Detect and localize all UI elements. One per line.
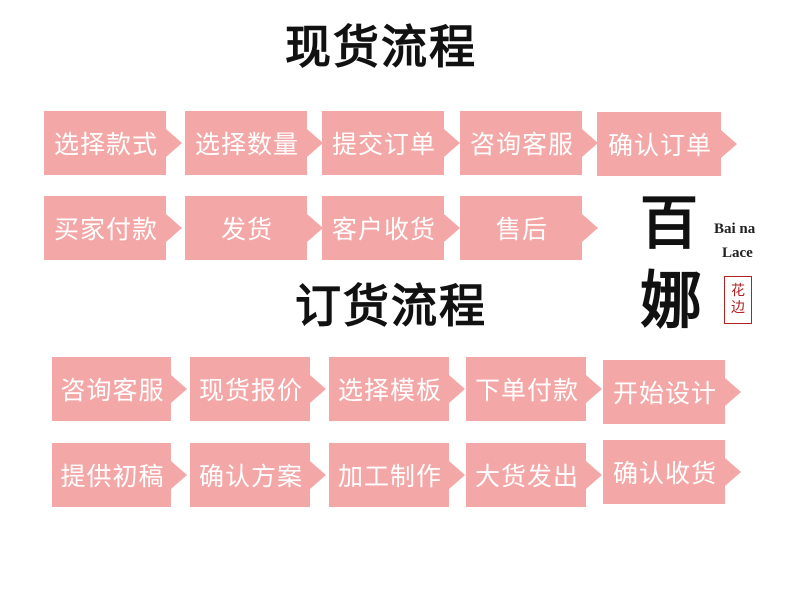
flow-step-label: 售后 xyxy=(495,215,548,244)
flow-step: 下单付款 xyxy=(466,357,602,421)
brand-char-bottom: 娜 xyxy=(640,264,703,337)
flow-step: 咨询客服 xyxy=(52,357,187,421)
flow-step: 咨询客服 xyxy=(460,111,598,175)
flow-step: 选择模板 xyxy=(329,357,465,421)
brand-seal: 花 边 xyxy=(724,276,752,324)
flow-step-label: 咨询客服 xyxy=(469,130,574,159)
brand-logo: 百 Bai na Lace 娜 花 边 xyxy=(636,190,776,350)
flow-step-label: 确认方案 xyxy=(198,462,303,491)
brand-char-top: 百 xyxy=(640,189,699,257)
seal-char-top: 花 xyxy=(731,283,745,300)
flow-step: 客户收货 xyxy=(322,196,460,260)
flow-step-label: 确认订单 xyxy=(607,131,712,160)
flow-step: 发货 xyxy=(185,196,323,260)
flow-step: 确认订单 xyxy=(597,112,737,176)
flow-step: 现货报价 xyxy=(190,357,326,421)
flow-step-label: 选择数量 xyxy=(194,130,299,159)
flow-step-label: 客户收货 xyxy=(331,215,436,244)
section-title-custom: 订货流程 xyxy=(295,279,487,333)
flow-step: 选择数量 xyxy=(185,111,323,175)
section-title-spot: 现货流程 xyxy=(285,20,477,74)
flow-step: 提供初稿 xyxy=(52,443,187,507)
seal-char-bottom: 边 xyxy=(731,300,745,316)
flow-step: 大货发出 xyxy=(466,443,602,507)
flow-step-label: 大货发出 xyxy=(474,462,579,491)
flow-step: 买家付款 xyxy=(44,196,182,260)
brand-en-line1: Bai na xyxy=(714,221,756,237)
flow-step-label: 选择款式 xyxy=(53,130,158,159)
flow-step: 售后 xyxy=(460,196,598,260)
flow-step-label: 加工制作 xyxy=(337,462,442,491)
flow-step-label: 提供初稿 xyxy=(60,462,165,491)
flow-step: 确认收货 xyxy=(603,440,741,504)
flow-step: 确认方案 xyxy=(190,443,326,507)
flow-step: 选择款式 xyxy=(44,111,182,175)
flow-step-label: 选择模板 xyxy=(337,376,442,405)
flow-step-label: 咨询客服 xyxy=(60,376,165,405)
flow-step-label: 买家付款 xyxy=(53,215,158,244)
flow-step-label: 发货 xyxy=(220,215,273,244)
brand-en-line2: Lace xyxy=(722,245,753,261)
flow-step: 开始设计 xyxy=(603,360,741,424)
flow-step-label: 现货报价 xyxy=(198,376,303,405)
flow-step-label: 开始设计 xyxy=(612,379,717,408)
flow-step-label: 确认收货 xyxy=(612,459,717,488)
flow-step-label: 提交订单 xyxy=(331,130,436,159)
flow-step: 加工制作 xyxy=(329,443,465,507)
flow-step-label: 下单付款 xyxy=(474,376,579,405)
flow-step: 提交订单 xyxy=(322,111,460,175)
